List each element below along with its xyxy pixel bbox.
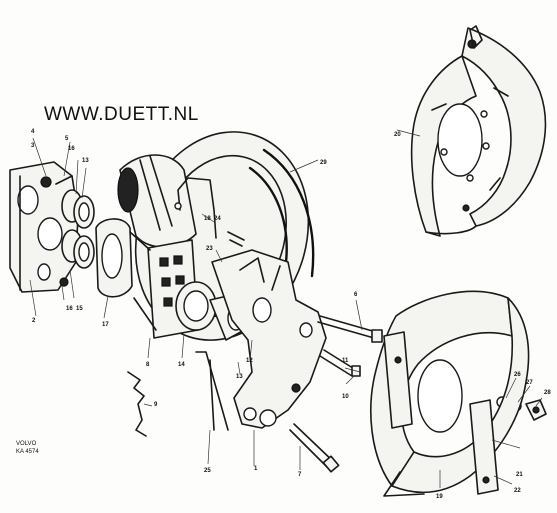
part-label-17: 17	[102, 322, 109, 328]
part-label-1: 1	[254, 466, 258, 472]
retaining-spring	[127, 371, 147, 437]
part-label-11: 11	[342, 358, 349, 364]
wheel-hub	[117, 154, 217, 248]
part-label-13: 13	[236, 374, 243, 380]
manufacturer-name: VOLVO	[16, 441, 37, 447]
part-label-10: 10	[342, 394, 349, 400]
seal-ring	[95, 218, 133, 298]
watermark-url: WWW.DUETT.NL	[44, 104, 199, 125]
dust-shield-lower	[370, 290, 530, 497]
part-label-22: 22	[514, 488, 521, 494]
part-label-20: 20	[394, 132, 401, 138]
part-label-29: 29	[320, 160, 327, 166]
part-label-12: 12	[246, 358, 253, 364]
part-label-8: 8	[146, 362, 150, 368]
part-label-25: 25	[204, 468, 211, 474]
part-label-9: 9	[154, 402, 158, 408]
caliper-pistons	[61, 189, 95, 269]
part-label-5: 5	[65, 136, 69, 142]
leader-lines	[29, 129, 543, 488]
steering-knuckle	[211, 249, 327, 429]
part-label-16b: 16	[66, 306, 73, 312]
part-label-6: 6	[354, 292, 358, 298]
part-label-21: 21	[516, 472, 523, 478]
part-label-16a: 16	[68, 146, 75, 152]
part-label-4: 4	[31, 129, 35, 135]
part-label-15: 15	[76, 306, 83, 312]
brake-caliper	[9, 161, 79, 293]
part-label-27: 27	[526, 380, 533, 386]
part-label-23: 23	[206, 246, 213, 252]
part-label-7: 7	[298, 472, 302, 478]
part-label-13b: 13	[82, 158, 89, 164]
part-label-14: 14	[178, 362, 185, 368]
manufacturer-code: VOLVO KA 4574	[16, 440, 39, 456]
dust-shield-upper	[410, 25, 547, 237]
part-label-19: 19	[436, 494, 443, 500]
part-label-18: 18	[204, 216, 211, 222]
part-label-2: 2	[32, 318, 36, 324]
part-number-labels: 1 2 3 4 5 6 7 8 9 10 11 12 13 13 14 15 1…	[31, 129, 551, 500]
part-label-26: 26	[514, 372, 521, 378]
drawing-code: KA 4574	[16, 449, 39, 455]
part-label-24: 24	[214, 216, 221, 222]
part-label-3: 3	[31, 143, 35, 149]
part-label-28: 28	[544, 390, 551, 396]
